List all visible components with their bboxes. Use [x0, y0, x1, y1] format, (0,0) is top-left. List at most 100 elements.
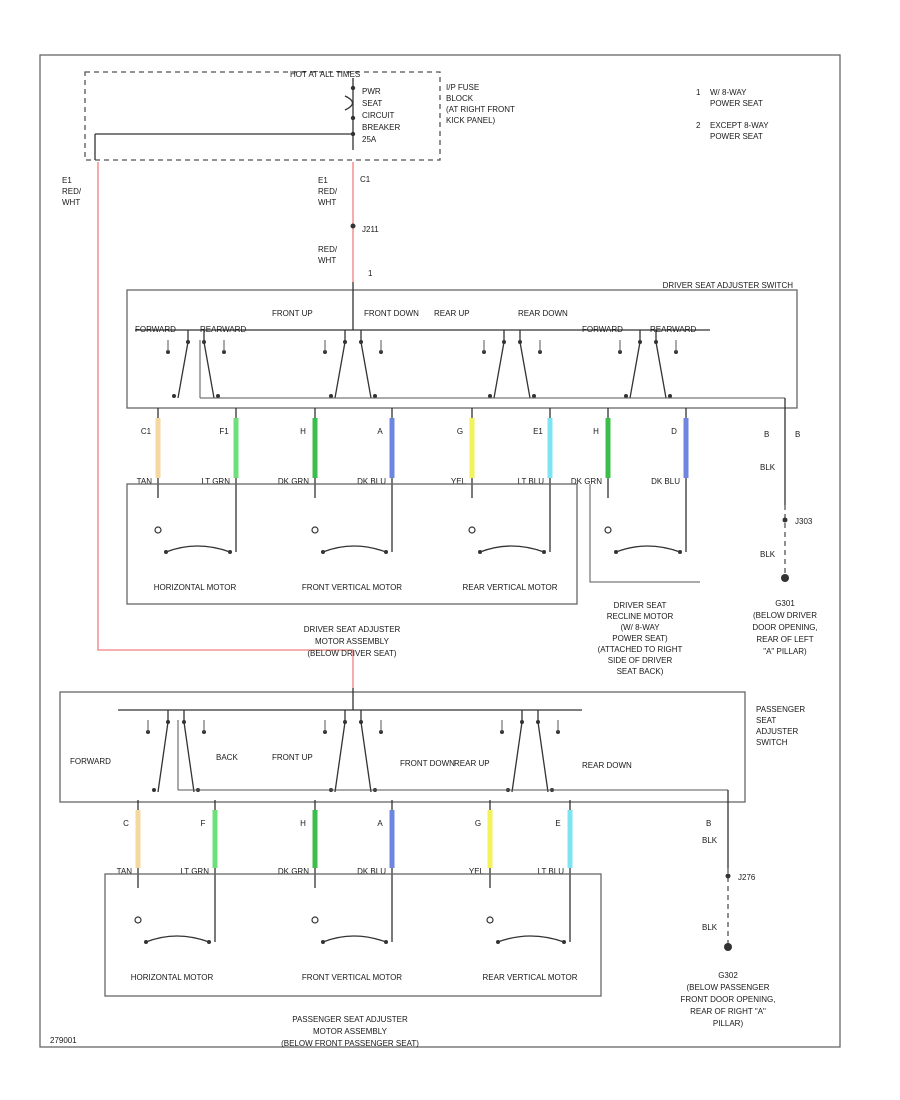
breaker-label-4: BREAKER	[362, 123, 400, 132]
notes: 1 W/ 8-WAY POWER SEAT 2 EXCEPT 8-WAY POW…	[696, 88, 769, 141]
fuse-block-label-1: I/P FUSE	[446, 83, 479, 92]
driver-wire-color: DK BLU	[651, 477, 680, 486]
driver-label-rear-up: REAR UP	[434, 309, 470, 318]
driver-wire-color: DK GRN	[278, 477, 309, 486]
driver-label-rearward-2: REARWARD	[650, 325, 696, 334]
driver-wire-7: H DK GRN	[571, 408, 611, 490]
ground-g302-label: G302	[718, 971, 738, 980]
driver-label-rear-down: REAR DOWN	[518, 309, 568, 318]
breaker-label-3: CIRCUIT	[362, 111, 395, 120]
passenger-motor-1	[134, 880, 216, 944]
g302-location-2: FRONT DOOR OPENING,	[681, 995, 776, 1004]
g301-location-3: REAR OF LEFT	[756, 635, 813, 644]
passenger-label-rear-down: REAR DOWN	[582, 761, 632, 770]
driver-assembly-label-2: MOTOR ASSEMBLY	[315, 637, 390, 646]
fuse-block: HOT AT ALL TIMES PWR SEAT CIRCUIT BREAKE…	[84, 70, 515, 161]
passenger-wire-color: YEL	[469, 867, 485, 876]
recline-line-5: (ATTACHED TO RIGHT	[598, 645, 683, 654]
passenger-ground-wire-color: BLK	[702, 836, 718, 845]
passenger-motor-3	[486, 880, 571, 944]
driver-motor-2	[311, 490, 393, 554]
note-2-number: 2	[696, 121, 701, 130]
passenger-ground-pin: B	[706, 819, 711, 828]
ground-g302	[724, 943, 732, 951]
driver-motor-1	[154, 490, 237, 554]
mid-wire-pin: C1	[360, 175, 371, 184]
passenger-wire-6: ELT BLU	[538, 800, 573, 880]
note-1-number: 1	[696, 88, 701, 97]
splice-j211: J211	[362, 225, 379, 234]
driver-switch-1	[166, 330, 226, 399]
fuse-block-label-3: (AT RIGHT FRONT	[446, 105, 515, 114]
driver-wire-pin: H	[593, 427, 599, 436]
note-2-line-2: POWER SEAT	[710, 132, 763, 141]
passenger-wire-pin: A	[377, 819, 383, 828]
g301-location-4: "A" PILLAR)	[763, 647, 807, 656]
mid-wire-color-2: WHT	[318, 198, 336, 207]
left-wire-color-2: WHT	[62, 198, 80, 207]
g302-location-4: PILLAR)	[713, 1019, 744, 1028]
driver-assembly-label-3: (BELOW DRIVER SEAT)	[307, 649, 397, 658]
driver-label-forward-2: FORWARD	[582, 325, 623, 334]
g301-location-2: DOOR OPENING,	[752, 623, 817, 632]
note-1-line-2: POWER SEAT	[710, 99, 763, 108]
driver-wire-8: D DK BLU	[651, 408, 689, 490]
driver-wire-color: DK GRN	[571, 477, 602, 486]
driver-wire-pin: D	[671, 427, 677, 436]
passenger-ground: B BLK J276 BLK G302 (BELOW PASSENGER FRO…	[681, 790, 776, 1028]
recline-line-7: SEAT BACK)	[617, 667, 664, 676]
passenger-switch-title-3: ADJUSTER	[756, 727, 798, 736]
recline-line-1: DRIVER SEAT	[614, 601, 667, 610]
passenger-wire-2: F LT GRN	[180, 800, 218, 880]
switch-wire-color-2: WHT	[318, 256, 336, 265]
note-1-line-1: W/ 8-WAY	[710, 88, 747, 97]
recline-line-3: (W/ 8-WAY	[620, 623, 660, 632]
diagram-frame	[39, 54, 841, 1048]
passenger-wire-color: LT GRN	[180, 867, 209, 876]
passenger-label-forward: FORWARD	[70, 757, 111, 766]
driver-wire-pin: A	[377, 427, 383, 436]
driver-wire-4: A DK BLU	[357, 408, 395, 490]
left-wire-color-1: RED/	[62, 187, 82, 196]
passenger-motor-2	[311, 880, 393, 944]
passenger-wire-pin: F	[201, 819, 206, 828]
passenger-assembly-label-1: PASSENGER SEAT ADJUSTER	[292, 1015, 408, 1024]
driver-wire-pin: C1	[141, 427, 152, 436]
passenger-label-front-up: FRONT UP	[272, 753, 313, 762]
driver-ground-wire-color: BLK	[760, 463, 776, 472]
driver-motor-assembly: HORIZONTAL MOTOR FRONT VERTICAL MOTOR RE…	[126, 483, 700, 658]
driver-wire-pin: E1	[533, 427, 543, 436]
mid-wire-color-1: RED/	[318, 187, 338, 196]
driver-wire-pin: G	[457, 427, 463, 436]
driver-horizontal-motor-label: HORIZONTAL MOTOR	[154, 583, 237, 592]
passenger-switch-3	[500, 710, 560, 793]
passenger-label-front-down: FRONT DOWN	[400, 759, 455, 768]
passenger-switch-contacts	[146, 710, 560, 793]
passenger-label-rear-up: REAR UP	[454, 759, 490, 768]
figure-id: 279001	[50, 1036, 77, 1045]
driver-switch-4	[618, 330, 678, 399]
passenger-seat-adjuster-switch: PASSENGER SEAT ADJUSTER SWITCH FORWARD B…	[59, 688, 805, 803]
driver-wire-pin: F1	[219, 427, 229, 436]
driver-wire-color: DK BLU	[357, 477, 386, 486]
passenger-assembly-label-3: (BELOW FRONT PASSENGER SEAT)	[281, 1039, 419, 1048]
driver-assembly-label-1: DRIVER SEAT ADJUSTER	[304, 625, 401, 634]
driver-ground-pin-1: B	[764, 430, 769, 439]
passenger-wire-color: DK GRN	[278, 867, 309, 876]
splice-j303: J303	[795, 517, 813, 526]
feed-wires: E1 RED/ WHT E1 RED/ WHT C1 J211 RED/ WHT…	[62, 162, 379, 688]
passenger-rear-vertical-motor-label: REAR VERTICAL MOTOR	[483, 973, 578, 982]
switch-wire-pin: 1	[368, 269, 373, 278]
splice-j276: J276	[738, 873, 756, 882]
driver-wire-pin: H	[300, 427, 306, 436]
driver-wire-color: LT GRN	[201, 477, 230, 486]
passenger-wire-4: ADK BLU	[357, 800, 395, 880]
recline-line-2: RECLINE MOTOR	[607, 612, 674, 621]
g301-location-1: (BELOW DRIVER	[753, 611, 817, 620]
driver-switch-contacts	[166, 330, 678, 399]
passenger-horizontal-motor-label: HORIZONTAL MOTOR	[131, 973, 214, 982]
